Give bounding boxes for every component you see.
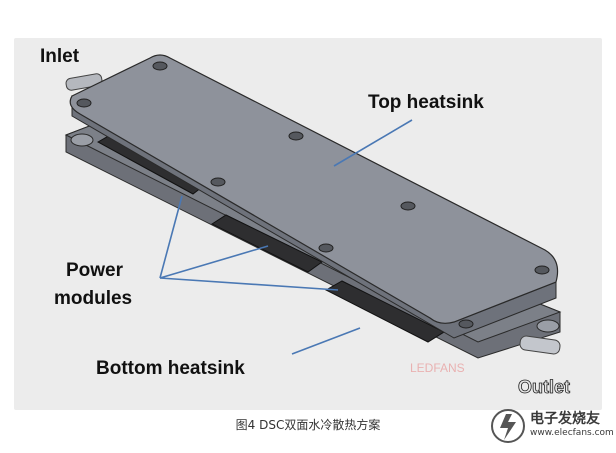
label-top-heatsink: Top heatsink bbox=[368, 92, 484, 113]
bolt-hole bbox=[152, 61, 168, 71]
bolt-hole bbox=[534, 265, 550, 275]
label-inlet: Inlet bbox=[40, 46, 80, 67]
bolt-hole bbox=[458, 319, 474, 329]
faint-watermark: LEDFANS bbox=[410, 361, 465, 375]
label-outlet: Outlet bbox=[518, 377, 570, 397]
bolt-hole bbox=[76, 98, 92, 108]
leader-line-bottom-heatsink bbox=[291, 327, 361, 355]
bolt-hole bbox=[400, 201, 416, 211]
label-bottom-heatsink: Bottom heatsink bbox=[96, 358, 245, 379]
leader-line-top-heatsink bbox=[333, 119, 413, 167]
label-power: Power bbox=[66, 260, 124, 281]
outlet-pipe bbox=[519, 335, 561, 355]
watermark-url: www.elecfans.com bbox=[530, 428, 614, 438]
bolt-hole bbox=[318, 243, 334, 253]
watermark-logo bbox=[491, 409, 525, 443]
power-module bbox=[210, 214, 323, 273]
bottom-boss bbox=[536, 319, 560, 333]
leader-line-module bbox=[159, 277, 339, 291]
label-modules: modules bbox=[54, 288, 132, 309]
top-heatsink-plate bbox=[69, 54, 559, 324]
leader-line-module bbox=[159, 245, 269, 279]
bottom-boss bbox=[70, 133, 94, 147]
figure-caption: 图4 DSC双面水冷散热方案 bbox=[235, 418, 381, 432]
bolt-hole bbox=[210, 177, 226, 187]
leader-line-module bbox=[159, 195, 183, 279]
watermark-name: 电子发烧友 bbox=[530, 411, 600, 427]
logo-lightning-icon bbox=[500, 414, 516, 440]
bolt-hole bbox=[288, 131, 304, 141]
logo-icon bbox=[491, 409, 525, 443]
